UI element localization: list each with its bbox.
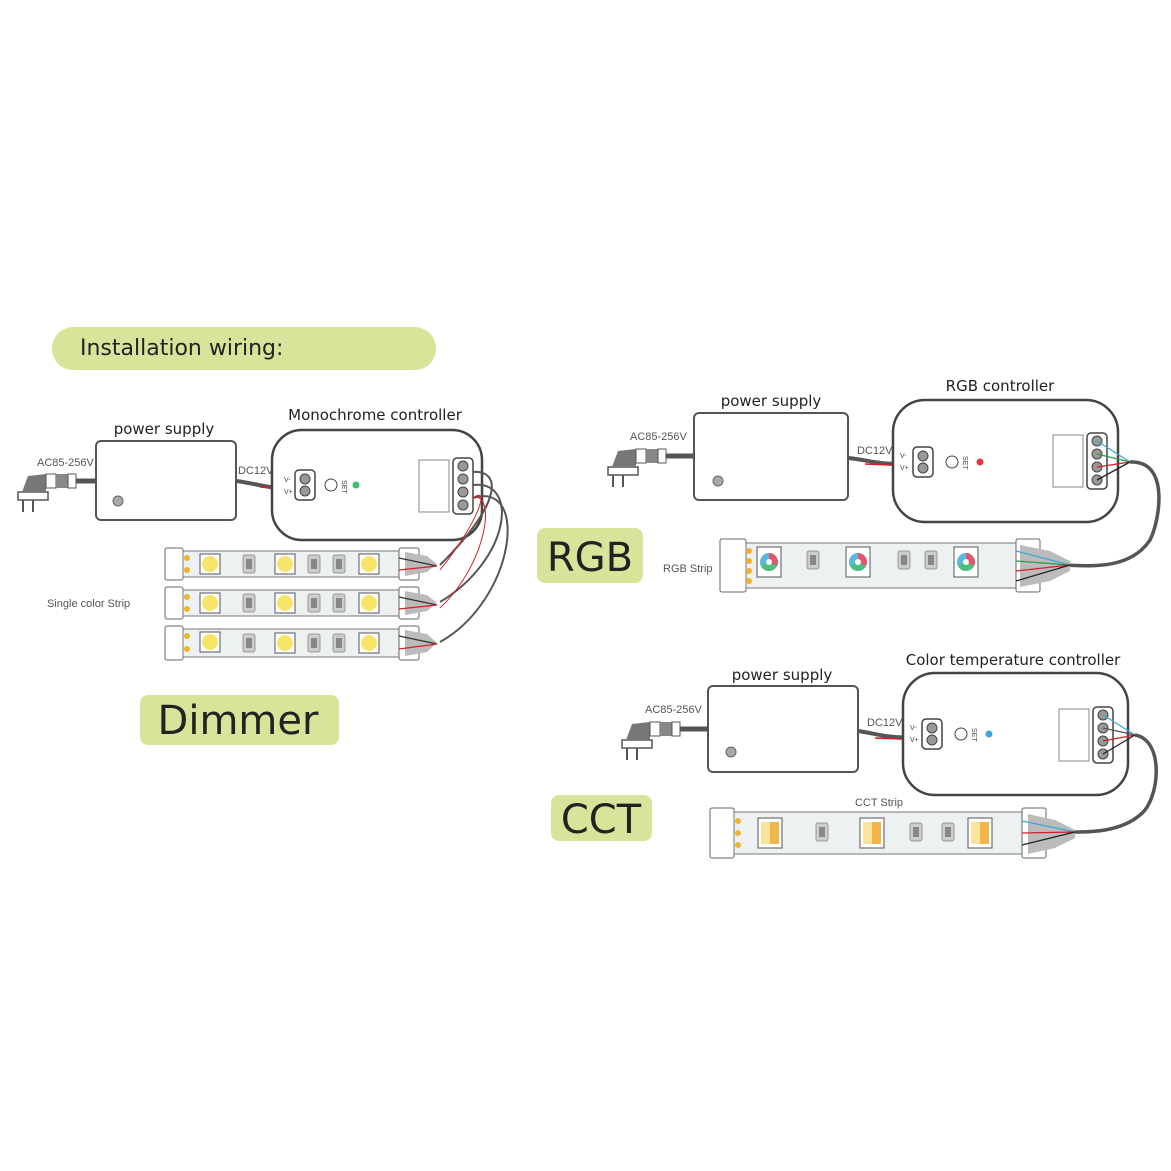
vplus-label: V+ [900,465,909,472]
plug-icon [17,473,77,513]
strip [164,586,438,620]
rgb-section: AC85-256V power supply DC12V RGB control… [537,377,1161,593]
rgb-controller-box [891,398,1120,524]
power-terminal [921,718,943,750]
dc-label: DC12V [857,445,893,457]
set-button[interactable] [954,727,968,741]
cct-section: AC85-256V power supply DC12V Color tempe… [551,651,1158,859]
controller-label: Monochrome controller [288,406,463,424]
vminus-label: V- [284,477,291,484]
title-banner: Installation wiring: [52,327,436,370]
dimmer-badge [140,695,339,745]
cct-strip [709,807,1076,859]
power-supply-label: power supply [114,420,215,438]
cct-badge [551,795,652,841]
status-led [985,730,993,738]
plug-icon [607,448,667,488]
power-supply-label: power supply [721,392,822,410]
single-color-strips [164,547,438,661]
set-button[interactable] [324,478,338,492]
controller-label: Color temperature controller [906,651,1121,669]
ac-label: AC85-256V [37,457,95,469]
plug-icon [621,721,681,761]
output-terminal [1058,706,1114,764]
dimmer-section: AC85-256V power supply DC12V Monochrome … [17,406,509,745]
ac-label: AC85-256V [630,431,688,443]
power-terminal [294,469,316,501]
output-terminal [1052,432,1108,490]
vminus-label: V- [910,725,917,732]
dc-label: DC12V [238,465,274,477]
set-label: SET [970,728,977,742]
vminus-label: V- [900,453,907,460]
power-supply-label: power supply [732,666,833,684]
strip-label: RGB Strip [663,563,713,575]
power-supply-box [693,412,849,501]
ac-label: AC85-256V [645,704,703,716]
power-supply-box [707,685,859,773]
dc-label: DC12V [867,717,903,729]
title-text: Installation wiring: [80,336,283,361]
rgb-badge [537,528,643,583]
dimmer-badge-text: Dimmer [158,698,319,744]
output-terminal [418,457,474,515]
set-label: SET [340,480,347,494]
strip-label: CCT Strip [855,797,903,809]
strip-label: Single color Strip [47,598,130,610]
strip [164,547,438,581]
controller-label: RGB controller [946,377,1055,395]
rgb-strip [719,538,1071,593]
status-led [352,481,360,489]
set-button[interactable] [945,455,959,469]
strip [164,625,438,661]
vplus-label: V+ [910,737,919,744]
cct-badge-text: CCT [561,797,642,843]
set-label: SET [961,456,968,470]
vplus-label: V+ [284,489,293,496]
rgb-badge-text: RGB [547,535,633,581]
status-led [976,458,984,466]
power-supply-box [95,440,237,521]
power-terminal [912,446,934,478]
